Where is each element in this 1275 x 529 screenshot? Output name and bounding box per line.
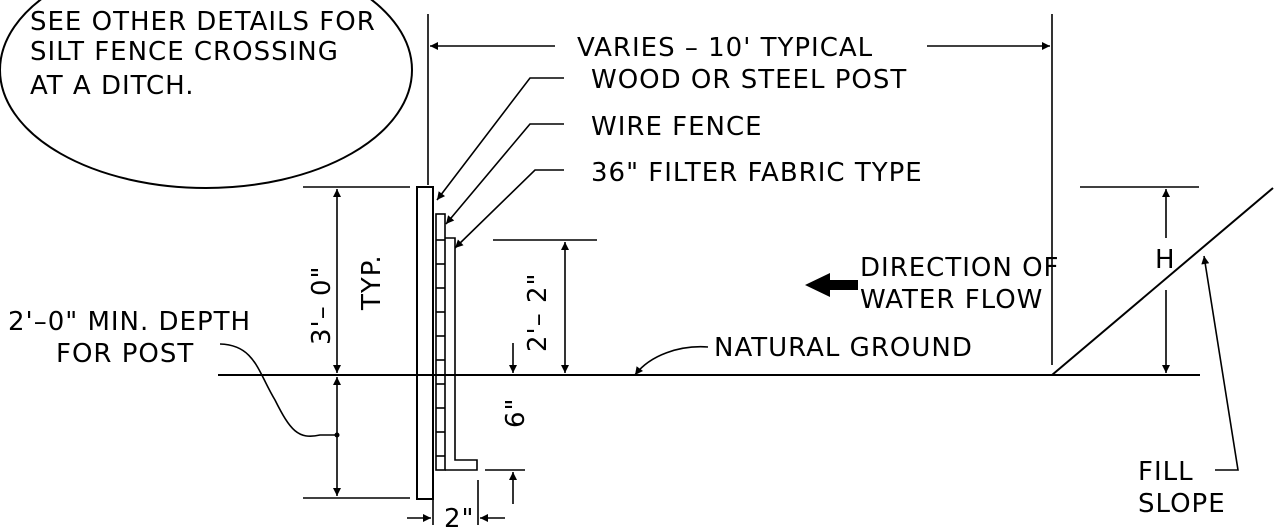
width-label: 2" <box>444 504 475 529</box>
fill-slope-leader <box>1201 255 1239 471</box>
post-leader <box>436 77 564 201</box>
depth-label-2: FOR POST <box>56 339 194 369</box>
depth-leader-dot <box>334 432 340 438</box>
height-label: 3'– 0" <box>307 266 337 345</box>
wire-label: WIRE FENCE <box>591 112 763 142</box>
h-label: H <box>1155 245 1176 275</box>
toe-label: 6" <box>501 397 531 428</box>
wire-leader <box>445 123 564 225</box>
fabric-label: 36" FILTER FABRIC TYPE <box>591 158 923 188</box>
fabric-height-label: 2'– 2" <box>523 273 553 352</box>
filter-fabric <box>445 237 478 471</box>
note-line-2: SILT FENCE CROSSING <box>30 37 339 67</box>
wire-fence <box>435 213 446 471</box>
flow-arrow-icon <box>805 273 858 297</box>
depth-label-1: 2'–0" MIN. DEPTH <box>8 307 251 337</box>
post-label: WOOD OR STEEL POST <box>591 65 907 95</box>
note-line-3: AT A DITCH. <box>30 71 195 101</box>
typ-label: TYP. <box>357 254 387 311</box>
depth-leader <box>219 343 337 437</box>
fabric-leader <box>454 169 564 249</box>
spacing-label: VARIES – 10' TYPICAL <box>577 33 873 63</box>
direction-label-1: DIRECTION OF <box>860 253 1059 283</box>
post <box>416 186 434 500</box>
fill-label-2: SLOPE <box>1138 489 1226 519</box>
fill-slope-line <box>1051 187 1274 376</box>
note-bubble <box>0 0 413 189</box>
ground-leader <box>634 345 709 376</box>
fill-label-1: FILL <box>1138 457 1194 487</box>
direction-label-2: WATER FLOW <box>860 285 1043 315</box>
note-line-1: SEE OTHER DETAILS FOR <box>30 7 376 37</box>
ground-label: NATURAL GROUND <box>714 333 973 363</box>
